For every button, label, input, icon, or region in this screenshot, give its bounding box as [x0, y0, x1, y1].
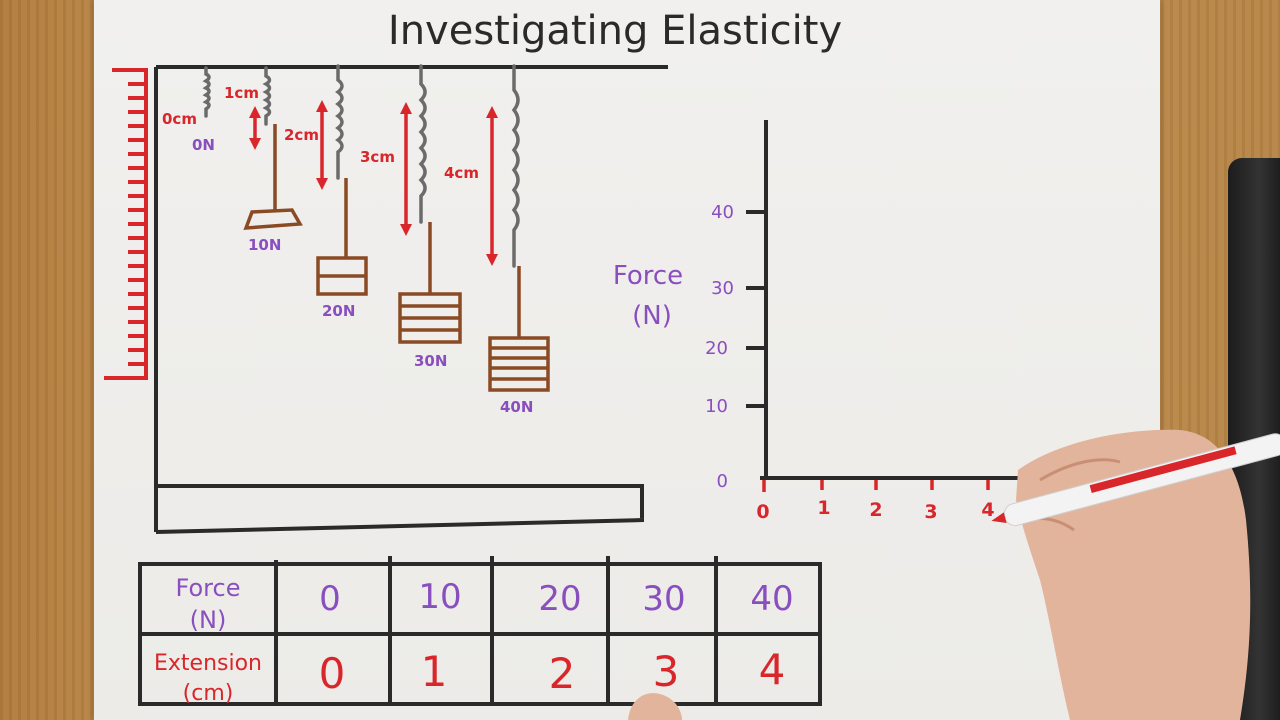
table-force-value-2: 20: [538, 579, 581, 619]
graph-y-tick-20: 20: [705, 338, 728, 359]
extension-label-1: 1cm: [224, 84, 259, 102]
graph-ylabel-unit: (N): [632, 301, 672, 331]
graph-axes: [746, 120, 1030, 480]
table-extension-value-2: 2: [549, 649, 576, 698]
thumb: [628, 693, 682, 720]
page-title: Investigating Elasticity: [388, 8, 842, 54]
graph-x-tick-0: 0: [756, 501, 769, 523]
graph-x-tick-2: 2: [869, 499, 882, 521]
extension-arrows: [249, 100, 498, 266]
weight-label-30: 30N: [414, 352, 447, 370]
results-table: [138, 556, 822, 706]
weight-label-20: 20N: [322, 302, 355, 320]
graph-x-tick-3: 3: [924, 501, 937, 523]
weight-label-10: 10N: [248, 236, 281, 254]
table-extension-value-0: 0: [319, 649, 346, 698]
table-force-unit: (N): [190, 606, 227, 634]
graph-y-tick-30: 30: [711, 278, 734, 299]
hanger-strings: [273, 124, 521, 338]
extension-label-3: 3cm: [360, 148, 395, 166]
table-extension-label: Extension: [154, 651, 262, 676]
graph-y-tick-40: 40: [711, 202, 734, 223]
table-extension-unit: (cm): [183, 681, 234, 706]
extension-label-0: 0cm: [162, 110, 197, 128]
table-force-value-4: 40: [750, 579, 793, 619]
weight-label-40: 40N: [500, 398, 533, 416]
table-extension-value-3: 3: [653, 647, 680, 696]
table-extension-value-4: 4: [759, 645, 786, 694]
table-extension-value-1: 1: [421, 647, 448, 696]
clamp-stand: [154, 65, 668, 534]
table-force-value-0: 0: [319, 579, 341, 619]
table-force-label: Force: [176, 574, 241, 602]
graph-y-tick-0: 0: [717, 471, 728, 492]
springs: [202, 64, 520, 268]
graph-x-tick-4: 4: [981, 499, 994, 521]
graph-y-tick-10: 10: [705, 396, 728, 417]
weight-label-0: 0N: [192, 136, 215, 154]
ruler: [104, 68, 148, 380]
weights: [243, 208, 550, 392]
graph-x-tick-marks: [762, 480, 990, 492]
hand-with-marker: [991, 429, 1280, 720]
paper-sheet: [94, 0, 1160, 720]
graph-ylabel-force: Force: [613, 261, 683, 291]
extension-label-4: 4cm: [444, 164, 479, 182]
extension-label-2: 2cm: [284, 126, 319, 144]
graph-x-tick-1: 1: [817, 497, 830, 519]
table-force-value-3: 30: [642, 579, 685, 619]
table-force-value-1: 10: [418, 577, 461, 617]
